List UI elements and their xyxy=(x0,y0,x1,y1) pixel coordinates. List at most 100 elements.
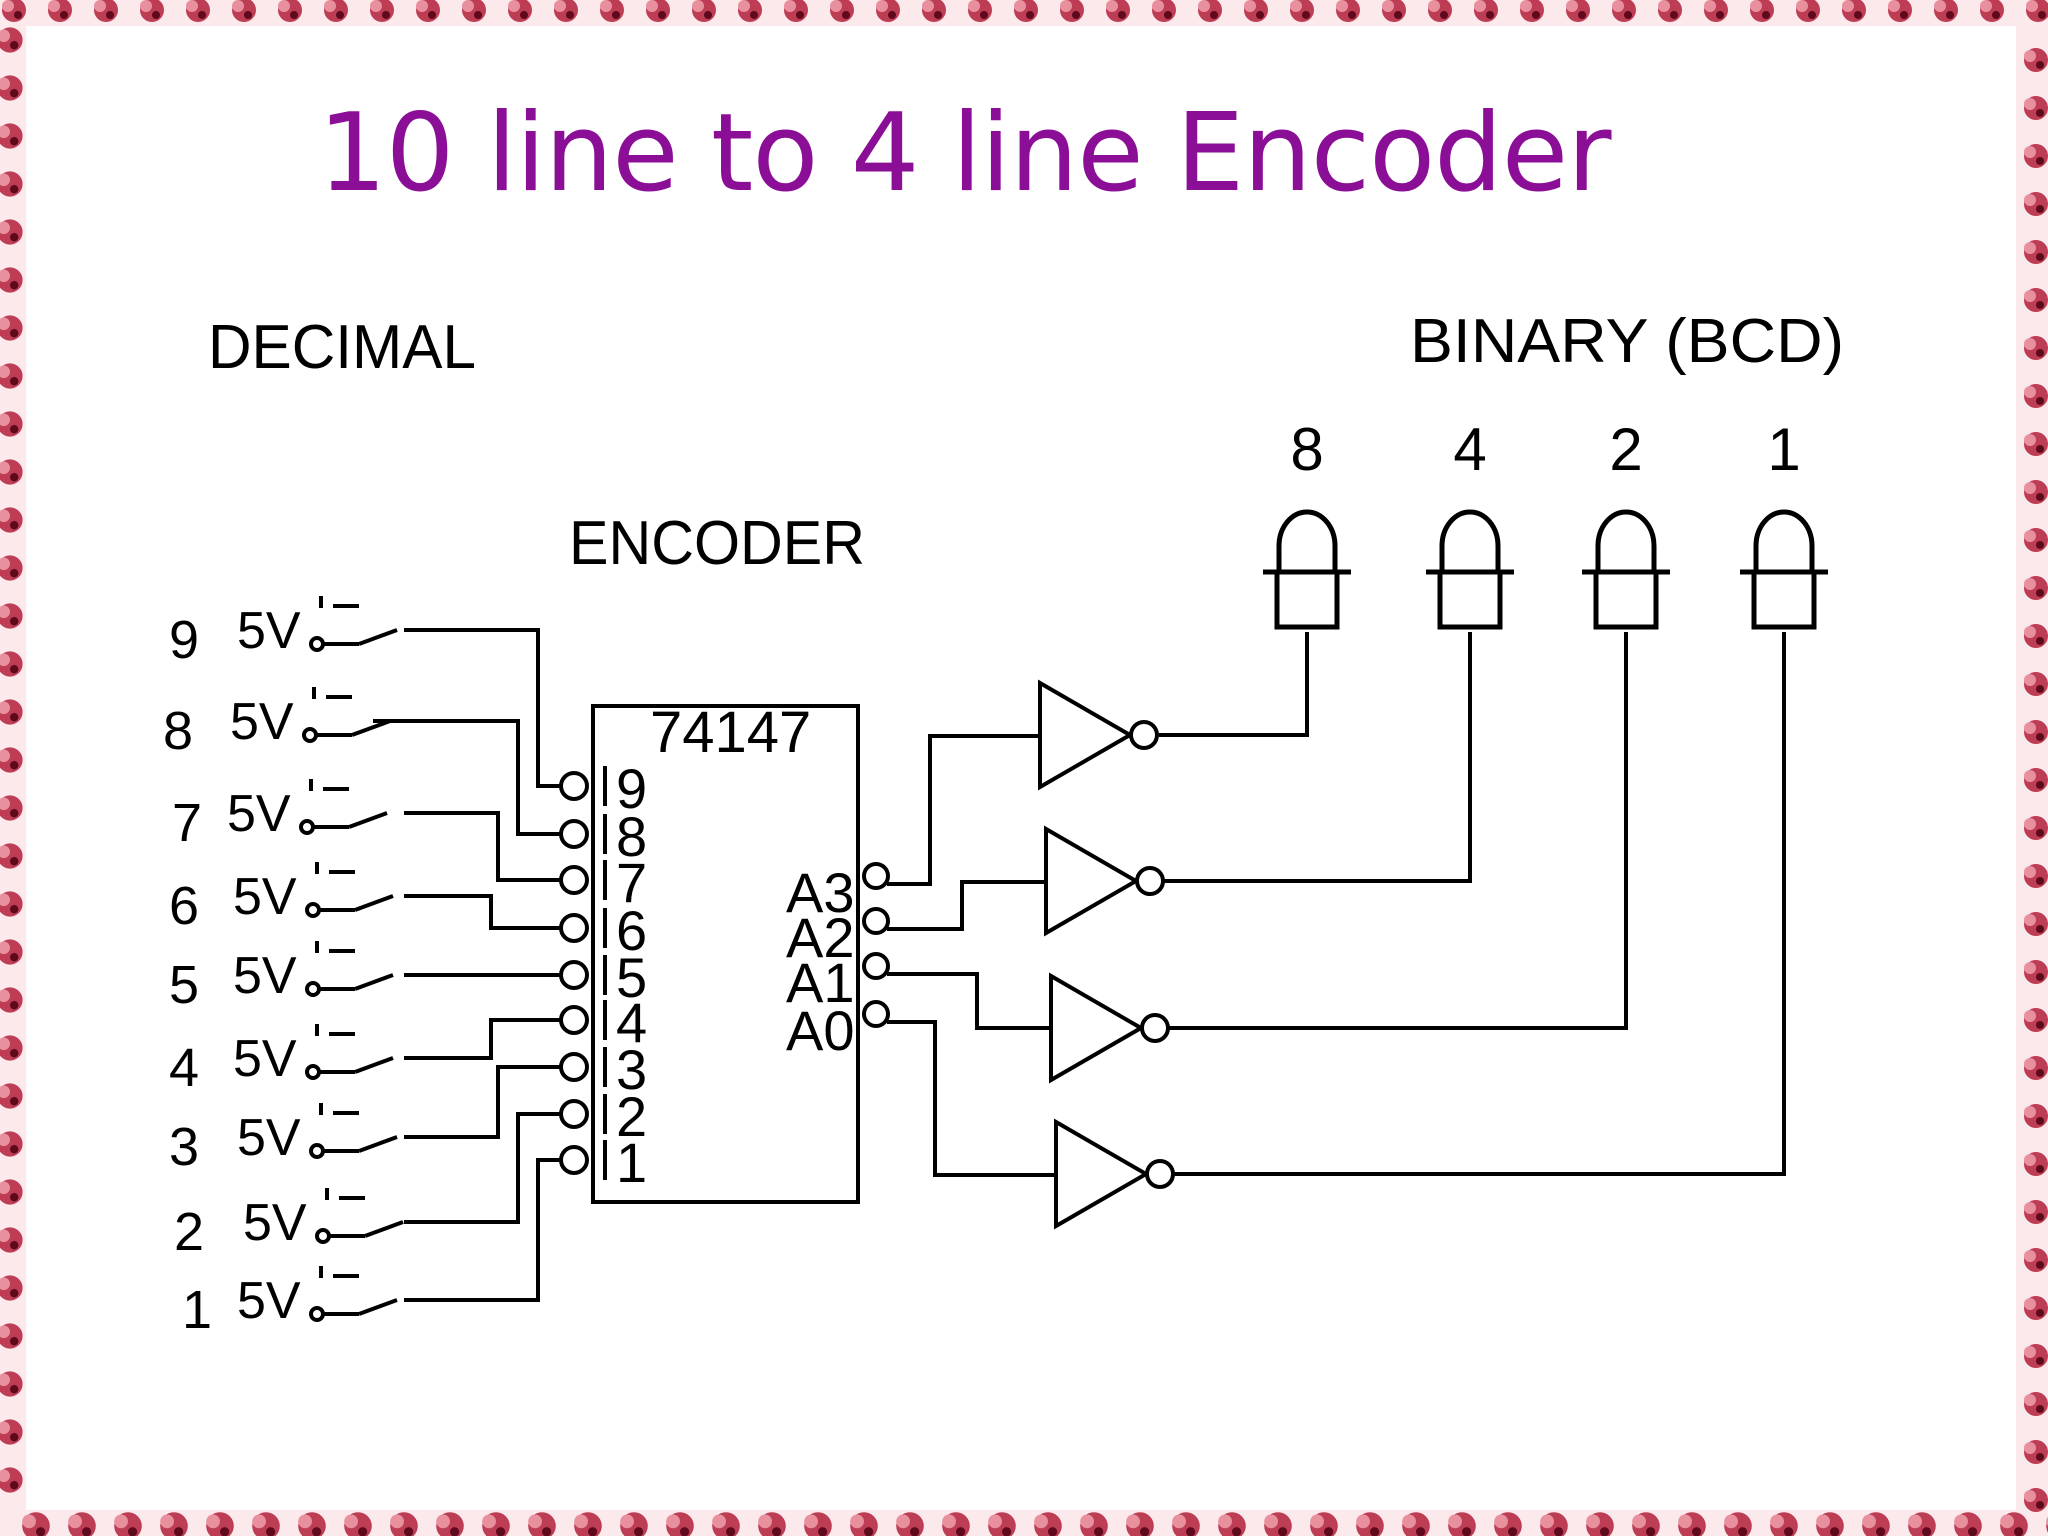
input-pin-label: 3 xyxy=(616,1038,647,1101)
led-base xyxy=(1593,569,1659,630)
output-inversion-bubble xyxy=(862,907,890,935)
supply-5v-label: 5V xyxy=(230,693,294,751)
wire-a3 xyxy=(887,734,1040,886)
chip-input-pin-4: 4 xyxy=(559,991,647,1054)
wire-input-6 xyxy=(404,894,560,930)
wire-input-2 xyxy=(404,1112,560,1224)
binary-bcd-label: BINARY (BCD) xyxy=(1410,307,1844,376)
wire-input-9 xyxy=(404,628,560,788)
supply-5v-label: 5V xyxy=(243,1194,307,1252)
inverter-bubble xyxy=(1140,1013,1170,1043)
input-inversion-bubble xyxy=(559,1099,589,1129)
switch-row-3: 3 5V xyxy=(169,1103,398,1177)
switch-digit-label: 6 xyxy=(169,876,199,936)
switch-contact xyxy=(305,902,321,918)
input-pin-label: 5 xyxy=(616,946,647,1009)
switch-row-2: 2 5V xyxy=(174,1188,404,1262)
slide-title: 10 line to 4 line Encoder xyxy=(318,91,1612,216)
wire-input-4 xyxy=(404,1018,560,1060)
encoder-label: ENCODER xyxy=(569,509,865,578)
input-pin-label: 4 xyxy=(616,991,647,1054)
chip-input-pin-7: 7 xyxy=(559,851,647,914)
input-inversion-bubble xyxy=(559,913,589,943)
inverter-gate-4 xyxy=(1054,1118,1175,1230)
switch-contact xyxy=(309,636,325,652)
switch-digit-label: 9 xyxy=(169,610,199,670)
supply-5v-label: 5V xyxy=(237,1272,301,1330)
input-inversion-bubble xyxy=(559,1145,589,1175)
inverter-bubble xyxy=(1135,866,1165,896)
supply-5v-label: 5V xyxy=(233,868,297,926)
supply-5v-label: 5V xyxy=(237,602,301,660)
led-weight-label: 4 xyxy=(1453,416,1486,483)
input-inversion-bubble xyxy=(559,865,589,895)
input-inversion-bubble xyxy=(559,1005,589,1035)
chip-input-pin-9: 9 xyxy=(559,757,647,820)
switch-contact xyxy=(315,1228,331,1244)
switch-digit-label: 5 xyxy=(169,955,199,1015)
led-1: 1 xyxy=(1740,416,1828,630)
supply-5v-label: 5V xyxy=(233,1030,297,1088)
supply-5v-label: 5V xyxy=(227,785,291,843)
switch-blade xyxy=(354,894,394,912)
input-pin-label: 7 xyxy=(616,851,647,914)
wire-input-3 xyxy=(404,1065,560,1139)
chip-input-pin-2: 2 xyxy=(559,1085,647,1148)
switch-row-9: 9 5V xyxy=(169,596,398,670)
chip-input-pin-6: 6 xyxy=(559,899,647,962)
switch-digit-label: 3 xyxy=(169,1117,199,1177)
chip-input-pin-8: 8 xyxy=(559,805,647,868)
led-row: 8 4 2 1 xyxy=(1263,416,1828,630)
led-weight-label: 8 xyxy=(1290,416,1323,483)
led-weight-label: 1 xyxy=(1767,416,1800,483)
input-inversion-bubble xyxy=(559,1052,589,1082)
led-base xyxy=(1274,569,1340,630)
led-4: 4 xyxy=(1426,416,1514,630)
input-inversion-bubble xyxy=(559,771,589,801)
inverter-gate-2 xyxy=(1044,825,1165,937)
inverter-bubble xyxy=(1129,720,1159,750)
input-pin-label: 1 xyxy=(616,1131,647,1194)
output-inversion-bubble xyxy=(862,952,890,980)
output-pin-label: A0 xyxy=(786,999,855,1062)
led-dome xyxy=(1439,509,1501,572)
led-weight-label: 2 xyxy=(1609,416,1642,483)
output-inversion-bubble xyxy=(862,1000,890,1028)
wire-led-2 xyxy=(1169,632,1628,1030)
switch-contact xyxy=(305,981,321,997)
switch-contact xyxy=(309,1143,325,1159)
switch-contact xyxy=(305,1064,321,1080)
input-pin-label: 2 xyxy=(616,1085,647,1148)
output-pin-label: A3 xyxy=(786,861,855,924)
led-base xyxy=(1751,569,1817,630)
inverter-column xyxy=(1038,679,1175,1230)
inverter-triangle xyxy=(1054,1118,1150,1230)
switch-digit-label: 7 xyxy=(172,793,202,853)
wire-input-8 xyxy=(373,719,560,836)
switch-blade xyxy=(354,973,394,991)
switch-contact xyxy=(309,1306,325,1322)
chip-output-pin-a3: A3 xyxy=(786,861,890,924)
input-pin-label: 6 xyxy=(616,899,647,962)
led-dome xyxy=(1595,509,1657,572)
inverter-bubble xyxy=(1145,1159,1175,1189)
chip-input-pin-5: 5 xyxy=(559,946,647,1009)
switch-row-6: 6 5V xyxy=(169,862,394,936)
input-pin-label: 8 xyxy=(616,805,647,868)
chip-part-number: 74147 xyxy=(650,700,811,765)
switch-contact xyxy=(299,819,315,835)
supply-5v-label: 5V xyxy=(237,1109,301,1167)
led-dome xyxy=(1276,509,1338,572)
switch-blade xyxy=(358,628,398,646)
chip-output-pin-a0: A0 xyxy=(786,999,890,1062)
chip-input-pin-1: 1 xyxy=(559,1131,647,1194)
chip-output-pin-a2: A2 xyxy=(786,906,890,969)
output-inversion-bubble xyxy=(862,862,890,890)
switch-digit-label: 2 xyxy=(174,1202,204,1262)
